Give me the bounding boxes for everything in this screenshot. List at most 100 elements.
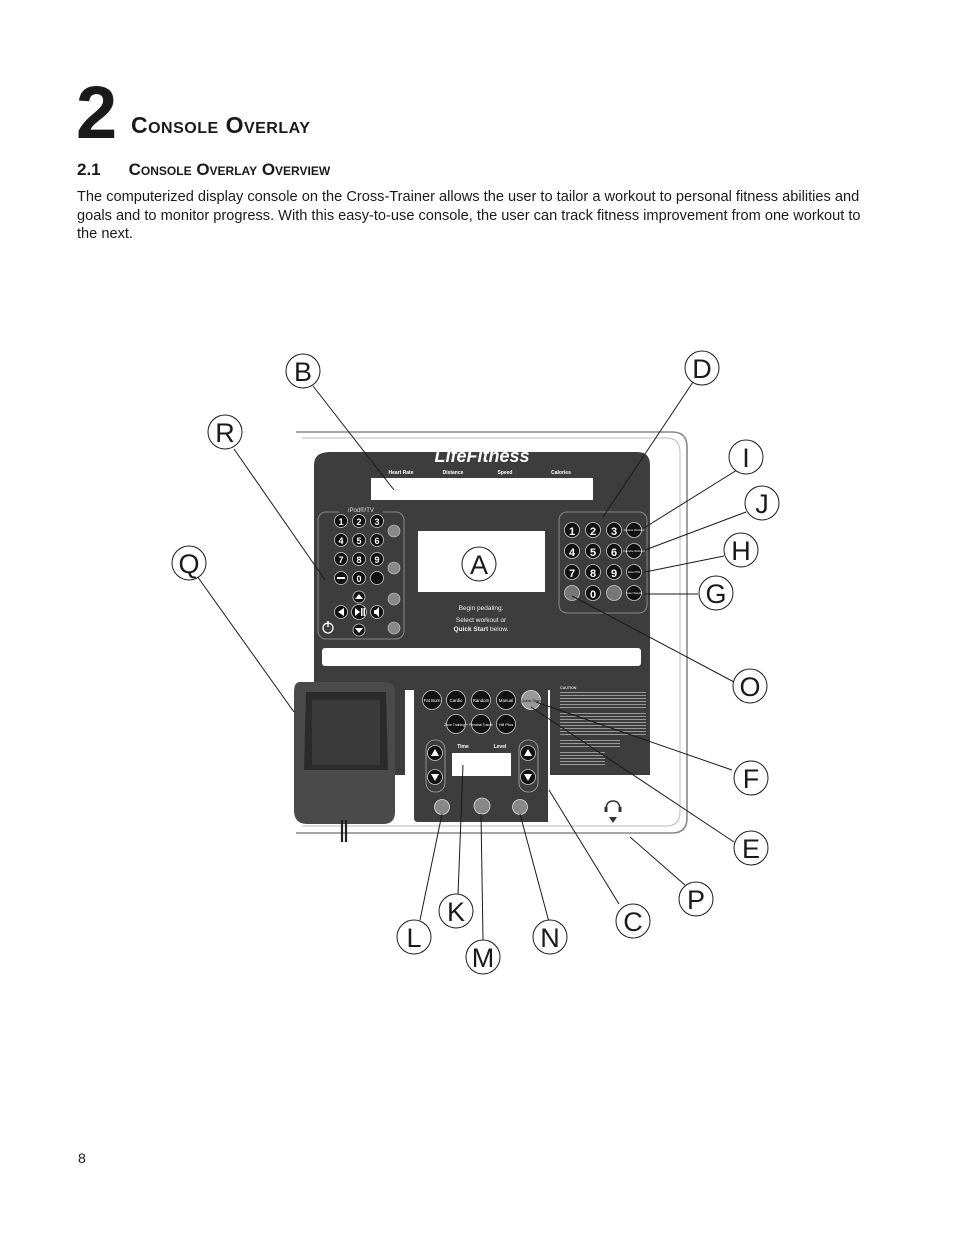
callout-q: Q bbox=[178, 549, 199, 579]
tray-cable bbox=[340, 820, 348, 842]
callout-d: D bbox=[692, 354, 712, 384]
key-3[interactable]: 3 bbox=[611, 526, 617, 538]
message-quick-start: Quick Start bbox=[454, 626, 490, 633]
reset-button[interactable] bbox=[434, 799, 450, 815]
manual-button[interactable] bbox=[496, 690, 516, 710]
message-line-1: Begin pedaling. bbox=[459, 605, 504, 612]
ipod-key-0[interactable]: 0 bbox=[356, 574, 361, 584]
start-button[interactable] bbox=[473, 797, 491, 815]
previous-icon[interactable] bbox=[338, 608, 344, 616]
zone-training-label: Zone Training + bbox=[444, 723, 468, 727]
ipod-key-1[interactable]: 1 bbox=[338, 517, 343, 527]
cardio-label: Cardio bbox=[450, 698, 463, 703]
callout-n: N bbox=[540, 923, 560, 953]
hill-plus-label: Hill Plus bbox=[499, 722, 513, 727]
readout-window bbox=[371, 478, 593, 500]
personal-trainer-label: Personal Trainer bbox=[469, 723, 493, 727]
key-0[interactable]: 0 bbox=[590, 589, 596, 601]
message-line-3: Quick Start below. bbox=[454, 626, 509, 633]
enter-weight-label: Enter Weight bbox=[626, 591, 642, 595]
stop-button[interactable] bbox=[512, 799, 528, 815]
key-9[interactable]: 9 bbox=[611, 568, 617, 580]
leader-lines bbox=[196, 381, 747, 941]
play-pause-icon[interactable] bbox=[355, 608, 365, 616]
callout-h: H bbox=[731, 536, 751, 566]
readout-speed: Speed bbox=[497, 470, 512, 476]
custom-workout-key[interactable] bbox=[626, 522, 642, 538]
right-number-keys[interactable]: 1 2 3 4 5 6 7 8 9 0 bbox=[564, 522, 622, 602]
enter-weight-key[interactable] bbox=[626, 585, 642, 601]
key-2[interactable]: 2 bbox=[590, 526, 596, 538]
callout-a: A bbox=[470, 550, 488, 580]
enter-key[interactable] bbox=[606, 585, 622, 601]
custom-workout-label: Custom Workout bbox=[624, 528, 645, 532]
random-button[interactable] bbox=[471, 690, 491, 710]
clear-key[interactable] bbox=[564, 585, 580, 601]
brand-logo: LifeFitness bbox=[434, 446, 529, 466]
ipod-number-keys[interactable]: 1 2 3 4 5 6 7 8 9 0 bbox=[334, 514, 401, 635]
ipod-key-7[interactable]: 7 bbox=[338, 555, 343, 565]
time-label: Time bbox=[457, 744, 469, 750]
time-up-icon[interactable] bbox=[431, 749, 439, 756]
arrow-down-icon[interactable] bbox=[355, 628, 363, 633]
ipod-key-2[interactable]: 2 bbox=[356, 517, 361, 527]
callout-f: F bbox=[743, 764, 760, 794]
callout-o: O bbox=[739, 672, 760, 702]
arrow-up-icon[interactable] bbox=[355, 594, 363, 599]
level-down-icon[interactable] bbox=[524, 774, 532, 781]
level-label: Level bbox=[494, 744, 507, 750]
fat-burn-label: Fat Burn bbox=[424, 698, 441, 703]
right-side-keys[interactable]: Custom Workout Favorite Workout Enter PI… bbox=[623, 522, 645, 601]
readout-heart-rate: Heart Rate bbox=[388, 470, 413, 476]
section-title: Console Overlay Overview bbox=[128, 160, 331, 179]
quick-start-button[interactable] bbox=[521, 690, 541, 710]
quick-start-label: Quick Start bbox=[521, 698, 542, 703]
time-level-display bbox=[452, 753, 511, 776]
key-1[interactable]: 1 bbox=[569, 526, 575, 538]
favorite-workout-key[interactable] bbox=[626, 543, 642, 559]
key-6[interactable]: 6 bbox=[611, 547, 617, 559]
caution-label: CAUTION bbox=[560, 686, 577, 690]
callout-k: K bbox=[447, 897, 465, 927]
ipod-key-4[interactable]: 4 bbox=[338, 536, 343, 546]
key-5[interactable]: 5 bbox=[590, 547, 596, 559]
workout-buttons[interactable]: Fat Burn Cardio Random Manual Quick Star… bbox=[422, 690, 542, 734]
hill-plus-button[interactable] bbox=[496, 714, 516, 734]
message-strip bbox=[322, 648, 641, 666]
callout-l: L bbox=[406, 923, 421, 953]
favorite-workout-label: Favorite Workout bbox=[623, 549, 644, 553]
media-controls[interactable] bbox=[322, 590, 384, 637]
callout-p: P bbox=[687, 885, 705, 915]
readout-calories: Calories bbox=[551, 470, 571, 476]
callout-b: B bbox=[294, 357, 312, 387]
enter-pin-label: Enter PIN bbox=[628, 570, 640, 574]
manual-label: Manual bbox=[499, 698, 513, 703]
ipod-key-5[interactable]: 5 bbox=[356, 536, 361, 546]
time-down-icon[interactable] bbox=[431, 774, 439, 781]
readout-distance: Distance bbox=[443, 470, 464, 476]
ipod-key-3[interactable]: 3 bbox=[374, 517, 379, 527]
ipod-key-6[interactable]: 6 bbox=[374, 536, 379, 546]
chapter-title: Console Overlay bbox=[131, 112, 311, 138]
key-8[interactable]: 8 bbox=[590, 568, 596, 580]
message-below: below. bbox=[488, 626, 508, 633]
enter-pin-key[interactable] bbox=[626, 564, 642, 580]
volume-icon[interactable] bbox=[374, 607, 379, 617]
intro-paragraph: The computerized display console on the … bbox=[77, 189, 861, 242]
key-4[interactable]: 4 bbox=[569, 547, 576, 559]
personal-trainer-button[interactable] bbox=[471, 714, 491, 734]
message-line-2: Select workout or bbox=[456, 617, 507, 624]
cardio-button[interactable] bbox=[446, 690, 466, 710]
callouts: A B C D E F G H I J K L M N O P Q R bbox=[171, 350, 780, 975]
key-7[interactable]: 7 bbox=[569, 568, 575, 580]
ipod-key-9[interactable]: 9 bbox=[374, 555, 379, 565]
zone-training-button[interactable] bbox=[446, 714, 466, 734]
ipod-key-8[interactable]: 8 bbox=[356, 555, 361, 565]
page-number: 8 bbox=[78, 1150, 86, 1166]
chapter-number: 2 bbox=[76, 71, 117, 154]
ipod-label: iPod®/TV bbox=[348, 507, 374, 514]
level-up-icon[interactable] bbox=[524, 749, 532, 756]
fat-burn-button[interactable] bbox=[422, 690, 442, 710]
